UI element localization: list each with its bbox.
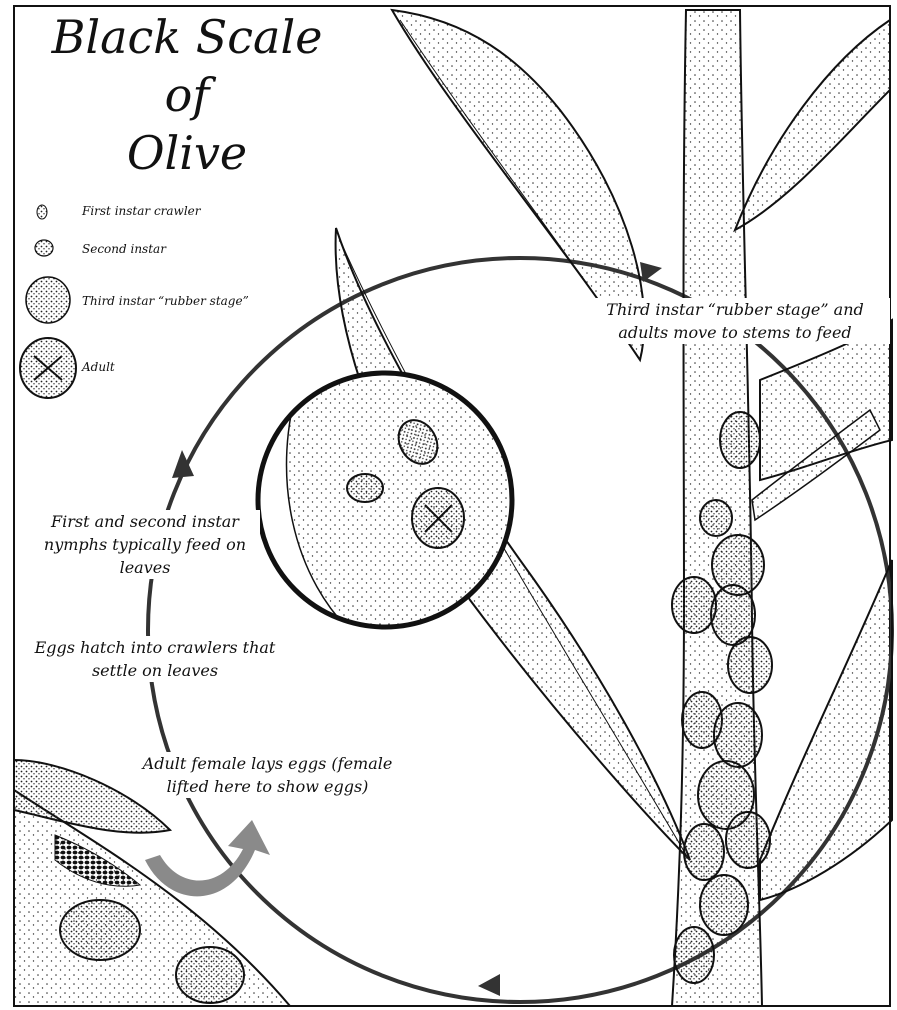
leaf-right-low	[760, 560, 892, 900]
legend-item-adult: Adult	[82, 360, 115, 374]
legend-icons	[20, 205, 76, 398]
legend-label: Third instar “rubber stage”	[82, 294, 249, 308]
caption-stems: Third instar “rubber stage” and adults m…	[580, 298, 890, 344]
second-instar-on-leaf-icon	[347, 474, 383, 502]
leaf-top-right	[735, 20, 890, 230]
legend-item-crawler: First instar crawler	[82, 204, 201, 218]
caption-eggs: Adult female lays eggs (female lifted he…	[140, 752, 395, 798]
page-title: Black Scale of Olive	[22, 8, 352, 182]
legend-item-second-instar: Second instar	[82, 242, 166, 256]
title-line-1: Black Scale of	[52, 10, 323, 122]
legend-item-third-instar: Third instar “rubber stage”	[82, 294, 249, 308]
title-line-2: Olive	[127, 126, 247, 180]
legend-label: Second instar	[82, 242, 166, 256]
cycle-arrow-top-icon	[640, 262, 662, 282]
caption-hatch: Eggs hatch into crawlers that settle on …	[30, 636, 280, 682]
legend-label: Adult	[82, 360, 115, 374]
caption-leaves: First and second instar nymphs typically…	[30, 510, 260, 579]
cycle-arrow-bottom-icon	[478, 974, 500, 996]
legend-label: First instar crawler	[82, 204, 201, 218]
